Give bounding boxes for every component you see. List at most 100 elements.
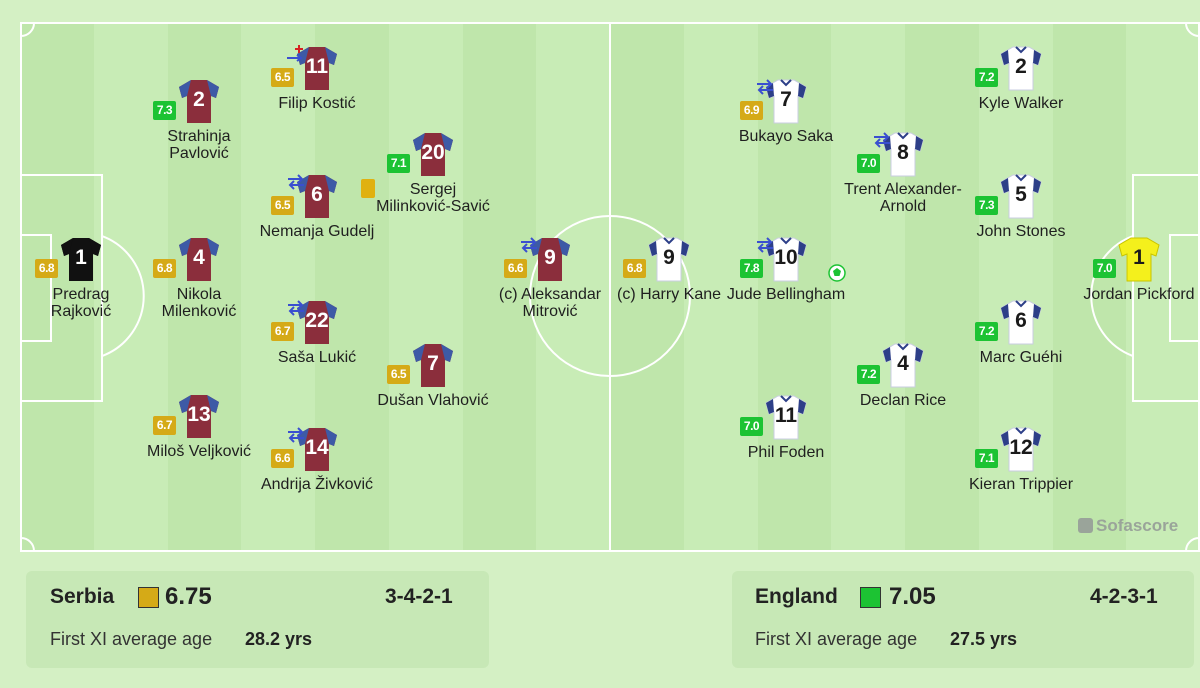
pitch-stripe [1052,22,1127,552]
player-rating-badge: 6.6 [504,259,527,278]
player-rating-badge: 6.7 [153,416,176,435]
pitch [20,22,1200,552]
shirt-number: 9 [663,246,675,269]
pitch-markings [20,22,1200,552]
shirt-number: 4 [193,246,205,269]
substitution-icon [754,78,776,96]
shirt-number: 20 [421,141,445,164]
serbia-player[interactable]: 9 6.6 (c) Aleksandar Mitrović [490,236,610,320]
average-age-label: First XI average age [755,629,918,649]
substitution-icon [285,426,307,444]
shirt-number: 9 [544,246,556,269]
shirt-number: 12 [1009,436,1033,459]
rating-color-square [138,587,159,608]
shirt-number: 10 [774,246,798,269]
substitution-icon [754,236,776,254]
average-age-label: First XI average age [50,629,213,649]
average-age-value: 27.5 yrs [950,629,1018,649]
substitution-icon [518,236,540,254]
player-name: Nemanja Gudelj [259,223,375,240]
pitch-stripe [462,22,537,552]
player-rating-badge: 6.8 [623,259,646,278]
shirt-number: 7 [780,88,792,111]
player-name: Dušan Vlahović [377,392,489,409]
team-name: Serbia [50,585,115,608]
substitution-icon [285,299,307,317]
player-name: Declan Rice [859,392,947,409]
shirt-number: 11 [774,404,798,427]
player-name: Marc Guéhi [979,349,1063,366]
player-name: Phil Foden [747,444,825,461]
sofascore-logo-icon [1078,518,1093,533]
rating-color-square [860,587,881,608]
player-rating-badge: 6.5 [271,196,294,215]
pitch-stripe [905,22,979,552]
shirt-number: 13 [187,403,211,426]
player-name: Bukayo Saka [738,128,834,145]
player-name: Nikola Milenković [161,286,237,320]
substitution-icon [871,131,893,149]
shirt-number: 7 [427,352,439,375]
team-formation: 3-4-2-1 [385,585,453,608]
player-name: Filip Kostić [278,95,356,112]
player-name: Predrag Rajković [50,286,112,320]
team-average-rating: 7.05 [889,583,936,610]
player-rating-badge: 7.3 [153,101,176,120]
player-name: Jude Bellingham [726,286,846,303]
player-name: Strahinja Pavlović [167,128,231,162]
injury-substitution-icon [285,45,307,65]
shirt-number: 2 [1015,55,1027,78]
player-name: John Stones [976,223,1066,240]
average-age-value: 28.2 yrs [245,629,313,649]
player-rating-badge: 6.5 [271,68,294,87]
player-rating-badge: 6.6 [271,449,294,468]
player-rating-badge: 7.2 [975,68,998,87]
player-rating-badge: 7.2 [975,322,998,341]
substitution-icon [285,173,307,191]
player-rating-badge: 7.3 [975,196,998,215]
player-name: Miloš Veljković [146,443,252,460]
player-name: Saša Lukić [277,349,357,366]
player-rating-badge: 7.2 [857,365,880,384]
player-name: Sergej Milinković-Savić [376,181,490,215]
player-name: Andrija Živković [260,476,374,493]
player-rating-badge: 6.8 [153,259,176,278]
player-name: (c) Aleksandar Mitrović [498,286,602,320]
team-formation: 4-2-3-1 [1090,585,1158,608]
